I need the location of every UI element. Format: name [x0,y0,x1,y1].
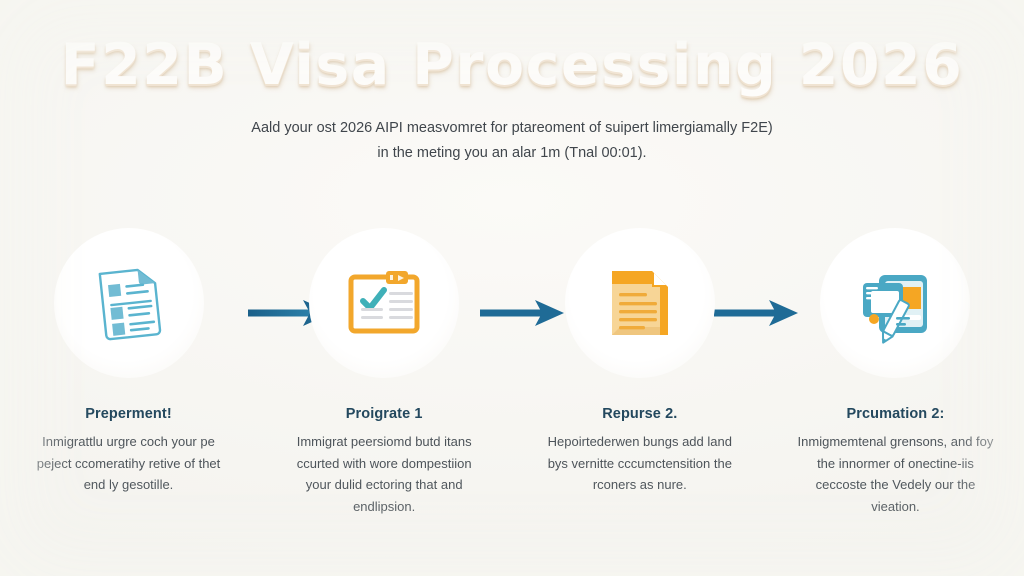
document-text-icon [594,257,686,349]
step-3-icon-circle [564,228,715,378]
passport-pen-icon [849,257,941,349]
process-step-1: Preperment! Inmigrattlu urgre coch your … [26,228,231,496]
step-1-body: Preperment! Inmigrattlu urgre coch your … [29,406,229,496]
step-2-text: Immigrat peersiomd butd itans ccurted wi… [296,434,472,514]
arrow-step3-to-step4 [714,296,800,330]
header: F22B Visa Processing 2026 Aald your ost … [0,32,1024,166]
step-4-text: Inmigmemtenal grensons, and foy the inno… [797,434,994,514]
step-2-body: Proigrate 1 Immigrat peersiomd butd itan… [284,406,484,517]
page-subtitle: Aald your ost 2026 AIPI measvomret for p… [152,116,872,166]
document-list-icon [83,257,175,349]
process-step-2: Proigrate 1 Immigrat peersiomd butd itan… [282,228,487,517]
step-2-icon-circle [309,228,460,378]
arrow-step2-to-step3 [480,296,566,330]
step-4-icon-circle [820,228,971,378]
subtitle-line-2: in the meting you an alar 1m (Tnal 00:01… [377,144,647,161]
page-title: F22B Visa Processing 2026 [60,32,964,98]
process-steps: Preperment! Inmigrattlu urgre coch your … [0,228,1024,517]
process-step-3: Repurse 2. Hepoirtederwen bungs add land… [537,228,742,496]
step-1-heading: Preperment! [85,406,172,422]
step-4-heading: Prcumation 2: [846,406,945,422]
step-3-text: Hepoirtederwen bungs add land bys vernit… [547,434,732,493]
clipboard-check-icon [338,257,430,349]
step-4-body: Prcumation 2: Inmigmemtenal grensons, an… [795,406,995,517]
subtitle-line-1: Aald your ost 2026 AIPI measvomret for p… [251,119,773,136]
process-step-4: Prcumation 2: Inmigmemtenal grensons, an… [793,228,998,517]
step-3-heading: Repurse 2. [602,406,678,422]
step-1-icon-circle [53,228,204,378]
step-1-text: Inmigrattlu urgre coch your pe peject cc… [36,434,221,493]
step-3-body: Repurse 2. Hepoirtederwen bungs add land… [540,406,740,496]
step-2-heading: Proigrate 1 [345,406,423,422]
